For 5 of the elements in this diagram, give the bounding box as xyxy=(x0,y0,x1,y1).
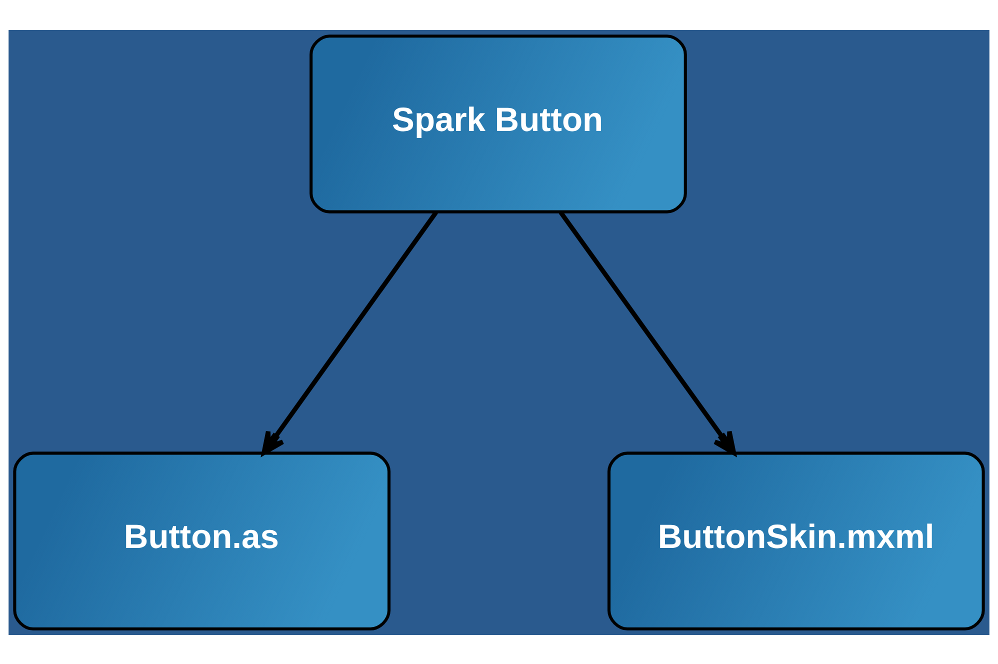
arrow xyxy=(558,210,736,455)
node-box: ButtonSkin.mxml xyxy=(607,451,985,630)
node-box: Spark Button xyxy=(310,34,687,213)
arrow xyxy=(262,210,438,455)
node-box: Button.as xyxy=(13,451,391,630)
